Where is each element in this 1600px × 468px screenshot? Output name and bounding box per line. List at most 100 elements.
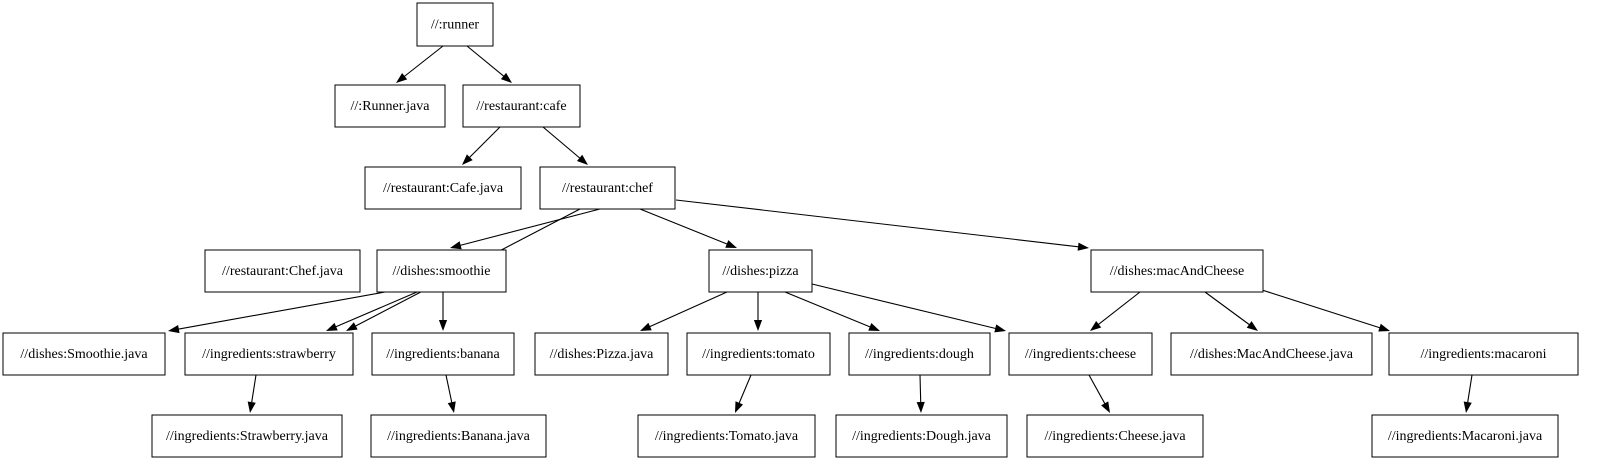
graph-node-smoothie[interactable]: //dishes:smoothie xyxy=(376,249,507,293)
edge-line xyxy=(459,208,601,247)
node-label: //restaurant:Chef.java xyxy=(222,264,344,279)
edges-layer xyxy=(168,45,1473,413)
edge-line xyxy=(445,374,453,404)
node-box[interactable] xyxy=(1090,249,1264,293)
graph-node-runner[interactable]: //:runner xyxy=(416,2,494,47)
graph-node-macaroni_java[interactable]: //ingredients:Macaroni.java xyxy=(1371,414,1559,458)
graph-node-dough[interactable]: //ingredients:dough xyxy=(848,332,991,376)
edge-arrowhead xyxy=(1378,323,1390,332)
graph-node-macandcheese[interactable]: //dishes:macAndCheese xyxy=(1090,249,1264,293)
node-box[interactable] xyxy=(1026,414,1204,458)
node-box[interactable] xyxy=(1388,332,1579,376)
edge-line xyxy=(919,374,922,404)
graph-edge xyxy=(450,208,601,250)
node-box[interactable] xyxy=(1371,414,1559,458)
graph-node-dough_java[interactable]: //ingredients:Dough.java xyxy=(835,414,1008,458)
edge-line xyxy=(468,126,501,159)
graph-node-macaroni[interactable]: //ingredients:macaroni xyxy=(1388,332,1579,376)
edge-arrowhead xyxy=(450,241,462,250)
node-box[interactable] xyxy=(686,332,831,376)
node-label: //dishes:MacAndCheese.java xyxy=(1190,347,1354,362)
edge-arrowhead xyxy=(994,324,1006,333)
edge-line xyxy=(1097,291,1141,326)
edge-arrowhead xyxy=(462,154,473,165)
node-label: //ingredients:banana xyxy=(386,347,500,362)
node-box[interactable] xyxy=(204,249,361,293)
node-box[interactable] xyxy=(416,2,494,47)
node-box[interactable] xyxy=(534,332,669,376)
node-box[interactable] xyxy=(376,249,507,293)
graph-edge xyxy=(1261,289,1390,332)
edge-arrowhead xyxy=(1463,401,1472,413)
node-label: //ingredients:tomato xyxy=(702,347,815,362)
node-box[interactable] xyxy=(539,166,676,210)
node-box[interactable] xyxy=(1008,332,1153,376)
node-box[interactable] xyxy=(2,332,166,376)
graph-edge xyxy=(1090,291,1141,331)
node-label: //ingredients:Banana.java xyxy=(387,429,530,444)
graph-edge xyxy=(639,208,737,248)
node-box[interactable] xyxy=(1170,332,1373,376)
graph-node-cheese_java[interactable]: //ingredients:Cheese.java xyxy=(1026,414,1204,458)
graph-node-cheese[interactable]: //ingredients:cheese xyxy=(1008,332,1153,376)
node-box[interactable] xyxy=(334,84,446,128)
node-box[interactable] xyxy=(848,332,991,376)
graph-edge xyxy=(811,283,1006,333)
node-label: //ingredients:Macaroni.java xyxy=(1388,429,1543,444)
edge-arrowhead xyxy=(640,322,652,331)
node-label: //dishes:pizza xyxy=(722,264,799,279)
graph-node-tomato[interactable]: //ingredients:tomato xyxy=(686,332,831,376)
node-label: //ingredients:Dough.java xyxy=(852,429,992,444)
edge-arrowhead xyxy=(247,401,256,413)
graph-node-runner_java[interactable]: //:Runner.java xyxy=(334,84,446,128)
edge-arrowhead xyxy=(725,240,737,248)
graph-edge xyxy=(784,291,880,331)
graph-node-pizza_java[interactable]: //dishes:Pizza.java xyxy=(534,332,669,376)
graph-edge xyxy=(445,374,456,413)
graph-node-chef[interactable]: //restaurant:chef xyxy=(539,166,676,210)
graph-edge xyxy=(1463,374,1473,413)
node-box[interactable] xyxy=(835,414,1008,458)
graph-edge xyxy=(326,291,418,331)
node-label: //:runner xyxy=(431,18,480,33)
node-label: //restaurant:Cafe.java xyxy=(383,181,504,196)
graph-node-cafe_java[interactable]: //restaurant:Cafe.java xyxy=(364,166,522,210)
graph-edge xyxy=(438,292,448,331)
graph-edge xyxy=(396,45,444,83)
edge-arrowhead xyxy=(168,325,180,334)
node-box[interactable] xyxy=(462,84,581,128)
edge-line xyxy=(784,291,872,328)
graph-node-banana[interactable]: //ingredients:banana xyxy=(371,332,515,376)
graph-edge xyxy=(1204,291,1258,331)
edge-arrowhead xyxy=(447,401,456,413)
graph-node-pizza[interactable]: //dishes:pizza xyxy=(708,249,813,293)
node-label: //dishes:smoothie xyxy=(393,264,491,279)
graph-node-macandcheese_java[interactable]: //dishes:MacAndCheese.java xyxy=(1170,332,1373,376)
graph-node-chef_java[interactable]: //restaurant:Chef.java xyxy=(204,249,361,293)
node-box[interactable] xyxy=(364,166,522,210)
node-label: //restaurant:chef xyxy=(562,181,653,196)
node-box[interactable] xyxy=(371,332,515,376)
graph-node-strawberry[interactable]: //ingredients:strawberry xyxy=(184,332,354,376)
node-box[interactable] xyxy=(151,414,343,458)
node-box[interactable] xyxy=(370,414,547,458)
graph-node-tomato_java[interactable]: //ingredients:Tomato.java xyxy=(637,414,816,458)
graph-node-smoothie_java[interactable]: //dishes:Smoothie.java xyxy=(2,332,166,376)
graph-edge xyxy=(466,45,512,83)
edge-line xyxy=(1466,374,1473,404)
node-label: //ingredients:macaroni xyxy=(1421,347,1547,362)
node-box[interactable] xyxy=(637,414,816,458)
node-label: //restaurant:cafe xyxy=(476,99,566,114)
edge-arrowhead xyxy=(500,72,512,83)
node-box[interactable] xyxy=(184,332,354,376)
graph-edge xyxy=(168,291,386,334)
graph-node-banana_java[interactable]: //ingredients:Banana.java xyxy=(370,414,547,458)
node-box[interactable] xyxy=(708,249,813,293)
edge-arrowhead xyxy=(868,323,880,331)
graph-node-strawberry_java[interactable]: //ingredients:Strawberry.java xyxy=(151,414,343,458)
edge-line xyxy=(542,126,582,160)
graph-node-cafe[interactable]: //restaurant:cafe xyxy=(462,84,581,128)
edge-line xyxy=(403,45,444,78)
